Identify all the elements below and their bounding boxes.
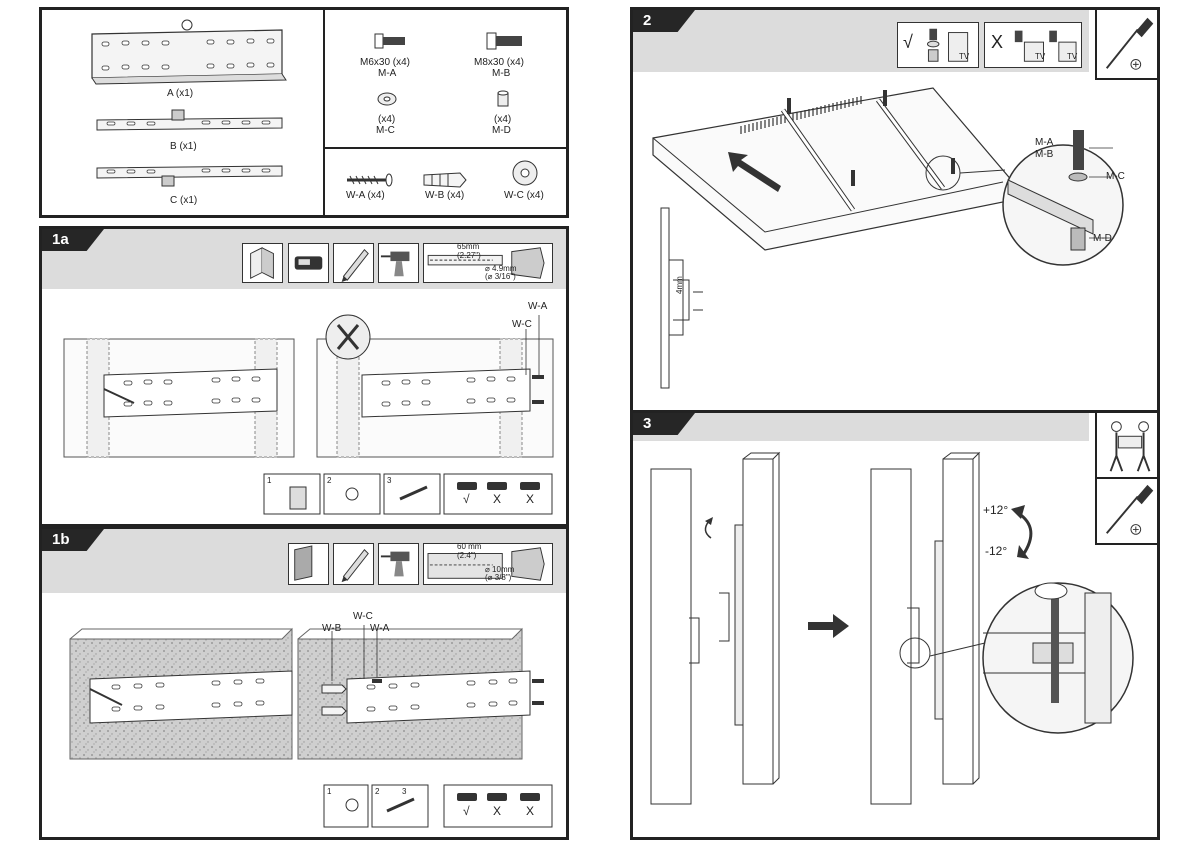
step-1b-drawing — [69, 625, 553, 828]
step-2-ok-mark: √ — [903, 32, 913, 52]
stud-detector-icon — [288, 243, 329, 283]
1b-dia-in: (⌀ 3/8") — [485, 573, 512, 582]
m-d-qty-label: (x4) — [494, 114, 512, 125]
1b-mark-ok: √ — [463, 804, 470, 818]
m-a-code-label: M-A — [378, 68, 397, 79]
parts-panel: A (x1) B (x1) C (x1) M6x30 (x4) M-A M8x3… — [39, 7, 569, 218]
1a-seq-3: 3 — [387, 476, 392, 485]
screw-m-a-drawing — [374, 33, 405, 49]
drill-bit-spec-icon — [423, 243, 553, 283]
drill-icon — [378, 543, 419, 585]
parts-dividers — [91, 10, 566, 215]
step-3-panel: 3 +12° -12° — [630, 410, 1160, 840]
screw-w-a-drawing — [347, 173, 393, 187]
1b-depth-mm: 60 mm — [457, 542, 482, 551]
step-3-header — [633, 413, 1089, 441]
step-2-panel: 2 √ TV X TV TV — [630, 7, 1160, 415]
m-c-qty-label: (x4) — [378, 114, 396, 125]
step-3-tilt-up: +12° — [983, 503, 1009, 517]
stud-finder-icon — [242, 243, 283, 283]
bracket-c-drawing — [96, 165, 283, 187]
drill-icon — [378, 243, 419, 283]
1b-callout-wb: W-B — [322, 623, 342, 634]
step-2-no-mark: X — [991, 32, 1004, 52]
step-2-tv-no-2: TV — [1067, 52, 1078, 61]
bracket-c-label: C (x1) — [170, 195, 198, 206]
1b-mark-no-2: X — [526, 804, 535, 818]
washer-w-c-drawing — [512, 160, 538, 186]
1b-depth-in: (2.4") — [457, 551, 477, 560]
1a-dia-in: (⌀ 3/16") — [485, 272, 516, 281]
wall-icon — [288, 543, 329, 585]
step-3-tag: 3 — [633, 413, 695, 435]
1b-seq-2: 2 — [375, 787, 380, 796]
step-2-tool-cell — [1095, 10, 1157, 80]
step-1b-tag: 1b — [42, 529, 104, 551]
screwdriver-icon — [1105, 484, 1154, 535]
1a-seq-2: 2 — [327, 476, 332, 485]
m-a-size-label: M6x30 (x4) — [360, 57, 411, 68]
m-b-code-label: M-B — [492, 68, 511, 79]
step-2-tag: 2 — [633, 10, 695, 32]
step-1a-panel: 1a 65mm (2.27") ⌀ 4.9mm (⌀ 3/16") — [39, 226, 569, 527]
1b-dia-mm: ⌀ 10mm — [485, 565, 515, 574]
1a-mark-ok: √ — [463, 492, 470, 506]
pencil-icon — [333, 543, 374, 585]
spacer-m-d-drawing — [497, 90, 509, 107]
step-3-tool-cell — [1095, 479, 1157, 545]
step-3-drawing — [650, 451, 1134, 805]
w-b-label: W-B (x4) — [425, 190, 465, 201]
screw-m-b-drawing — [486, 32, 522, 50]
1a-depth-mm: 65mm — [457, 242, 480, 251]
anchor-w-b-drawing — [423, 172, 467, 188]
1b-seq-3: 3 — [402, 787, 407, 796]
masonry-bit-spec-icon — [423, 543, 553, 585]
bracket-b-drawing — [96, 109, 283, 131]
w-c-label: W-C (x4) — [504, 190, 544, 201]
1a-seq-1: 1 — [267, 476, 272, 485]
1a-depth-in: (2.27") — [457, 251, 481, 260]
bracket-a-drawing — [91, 19, 287, 85]
1b-callout-wc: W-C — [353, 611, 373, 622]
1a-mark-no-2: X — [526, 492, 535, 506]
step-3-tilt-down: -12° — [985, 544, 1008, 558]
1b-mark-no-1: X — [493, 804, 502, 818]
step-2-tv-no-1: TV — [1035, 52, 1046, 61]
1b-seq-1: 1 — [327, 787, 332, 796]
bracket-b-label: B (x1) — [170, 141, 197, 152]
washer-m-c-drawing — [377, 92, 397, 106]
step-2-callout-mc: M-C — [1106, 171, 1125, 182]
step-1b-panel: 1b 60 mm (2.4") ⌀ 10mm (⌀ 3/8") — [39, 526, 569, 840]
correct-assembly-icon — [897, 22, 979, 68]
step-3-lift-cell — [1095, 413, 1157, 479]
step-2-tv-ok: TV — [959, 52, 970, 61]
step-2-callout-ma: M-A — [1035, 137, 1054, 148]
1a-callout-wa: W-A — [528, 301, 548, 312]
incorrect-assembly-icon — [984, 22, 1082, 68]
1a-dia-mm: ⌀ 4.9mm — [485, 264, 517, 273]
m-c-code-label: M-C — [376, 125, 395, 136]
step-2-callout-mb: M-B — [1035, 149, 1054, 160]
m-b-size-label: M8x30 (x4) — [474, 57, 525, 68]
step-1a-drawing — [63, 314, 554, 515]
pencil-icon — [333, 243, 374, 283]
step-2-gap-label: 4mm — [675, 276, 684, 294]
two-person-lift-icon — [1109, 421, 1151, 472]
1a-mark-no-1: X — [493, 492, 502, 506]
m-d-code-label: M-D — [492, 125, 511, 136]
step-2-drawing — [652, 87, 1124, 389]
step-1a-tag: 1a — [42, 229, 104, 251]
bracket-a-label: A (x1) — [167, 88, 194, 99]
1b-callout-wa: W-A — [370, 623, 390, 634]
1a-callout-wc: W-C — [512, 319, 532, 330]
step-2-callout-md: M-D — [1093, 233, 1112, 244]
w-a-label: W-A (x4) — [346, 190, 385, 201]
screwdriver-icon — [1105, 17, 1154, 70]
